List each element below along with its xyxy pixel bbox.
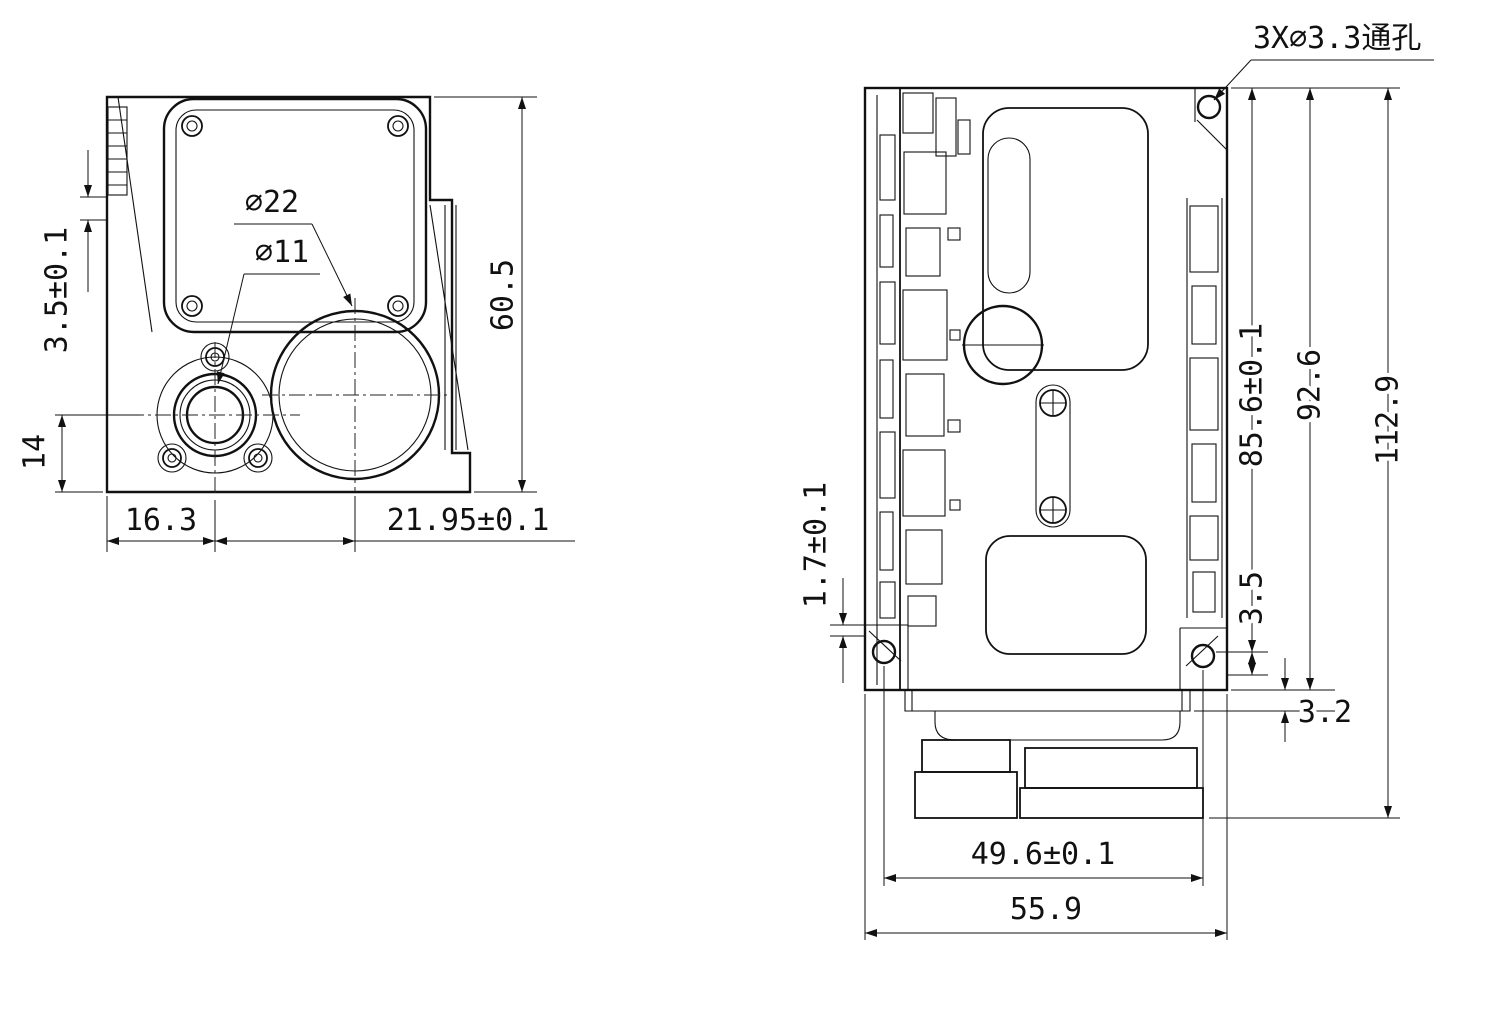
- dim-label-lens-offset: 14: [18, 434, 53, 470]
- side-dimensions: 3X∅3.3通孔 1.7±0.1 85.6±0.1 3.5 9: [795, 17, 1434, 940]
- front-dimensions: ∅22 ∅11 60.5 3.5±0.1 14: [14, 96, 575, 552]
- dim-label-top-offset: 3.5±0.1: [40, 227, 75, 353]
- side-view: 3X∅3.3通孔 1.7±0.1 85.6±0.1 3.5 9: [795, 17, 1434, 940]
- dim-label-height: 60.5: [486, 259, 521, 331]
- front-window-frame: [162, 97, 428, 334]
- dim-label-total-height: 112.9: [1371, 375, 1406, 465]
- front-view: ∅22 ∅11 60.5 3.5±0.1 14: [14, 95, 575, 552]
- dim-label-lens-spacing: 21.95±0.1: [387, 503, 550, 538]
- dim-label-left-width: 16.3: [125, 503, 197, 538]
- dim-label-hole-height: 85.6±0.1: [1235, 323, 1270, 468]
- dim-label-hole-note: 3X∅3.3通孔: [1253, 21, 1421, 56]
- side-connector-details: [879, 92, 971, 627]
- dim-label-dia-large: ∅22: [245, 185, 299, 220]
- dim-label-ear-offset: 3.5: [1235, 571, 1270, 625]
- dim-label-gap: 1.7±0.1: [799, 482, 834, 608]
- dim-label-body-height: 92.6: [1293, 349, 1328, 421]
- dim-label-step: 3.2: [1298, 695, 1352, 730]
- dim-label-total-width: 55.9: [1010, 892, 1082, 927]
- front-outline: [105, 95, 472, 494]
- dim-label-hole-spacing: 49.6±0.1: [971, 837, 1116, 872]
- dim-label-dia-small: ∅11: [255, 235, 309, 270]
- side-mounting-ears: [865, 88, 1228, 690]
- front-centerlines: [128, 298, 452, 497]
- side-center-features: [962, 107, 1149, 655]
- side-outline: [863, 86, 1229, 692]
- side-right-connector-strip: [1186, 198, 1223, 618]
